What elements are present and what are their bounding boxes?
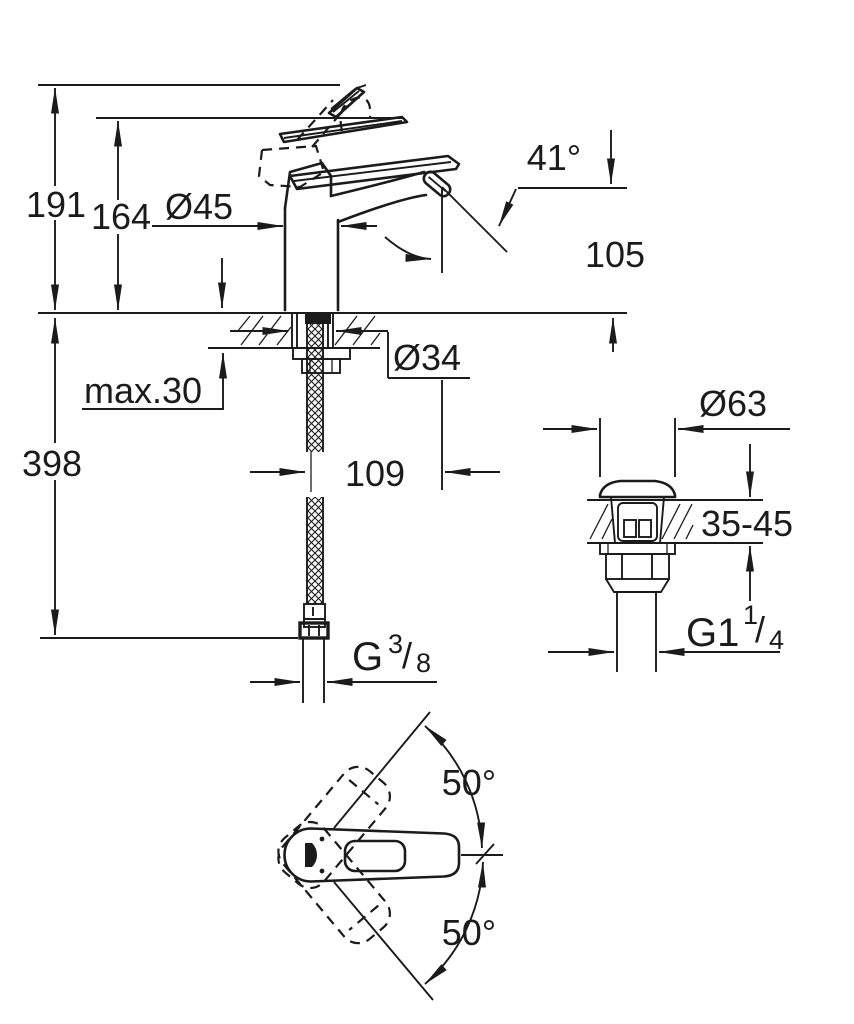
dim-deck-max-label: max.30: [84, 370, 202, 411]
lever-raised-tip: [327, 84, 367, 119]
lever-top-view: 50° 50°: [277, 711, 503, 1001]
dim-deck-range-label: 35-45: [701, 503, 793, 544]
dimension-191: 191: [26, 84, 340, 311]
dimension-g114: G1 1 / 4: [548, 600, 784, 656]
dimension-109: 109: [250, 187, 500, 494]
dim-spout-height-label: 105: [585, 234, 645, 275]
hose-union-nut: [298, 603, 330, 703]
dim-body-diameter-label: Ø45: [165, 186, 233, 227]
dim-height-overall-label: 191: [26, 184, 86, 225]
dimension-g38: G 3 / 8: [250, 629, 437, 686]
dim-hole-diameter-label: Ø34: [393, 337, 461, 378]
waste-counter-hatch: [589, 503, 694, 540]
dimension-max30: max.30: [82, 258, 227, 411]
dim-waste-thread-label: G1 1 / 4: [686, 600, 784, 655]
dim-swing-down-label: 50°: [442, 912, 496, 953]
shank-and-hose: [291, 313, 351, 703]
lever-closed: [288, 154, 461, 191]
faucet-body: [257, 84, 461, 312]
dim-supply-thread-label: G 3 / 8: [352, 629, 431, 679]
popup-waste-view: Ø63 35-45 G1 1 / 4: [543, 383, 793, 672]
dimension-50-up: 50°: [424, 725, 496, 849]
faucet-side-view: 191 164 Ø45 41° 105: [22, 84, 645, 703]
dimension-dia34: Ø34: [230, 327, 470, 379]
dimension-dia63: Ø63: [543, 383, 790, 477]
swing-rays: [333, 711, 503, 1001]
dimension-41deg: 41°: [384, 130, 627, 262]
dimension-398: 398: [22, 317, 298, 639]
dim-spout-reach-label: 109: [345, 453, 405, 494]
lever-dashed-positions: [257, 96, 372, 189]
dim-lever-angle-label: 41°: [527, 137, 581, 178]
dimension-35-45: 35-45: [701, 444, 793, 601]
dimension-50-down: 50°: [424, 861, 496, 985]
dimension-164: 164: [91, 117, 404, 311]
dimension-dia45: Ø45: [152, 186, 377, 230]
lever-open: [278, 115, 409, 144]
dim-cap-diameter-label: Ø63: [699, 383, 767, 424]
waste-locknut: [605, 553, 670, 580]
dim-height-lever-label: 164: [91, 196, 151, 237]
lever-plan: [283, 827, 461, 883]
waste-body: [598, 479, 677, 672]
dimension-105: 105: [585, 234, 645, 352]
dim-hose-length-label: 398: [22, 443, 82, 484]
dim-swing-up-label: 50°: [442, 762, 496, 803]
